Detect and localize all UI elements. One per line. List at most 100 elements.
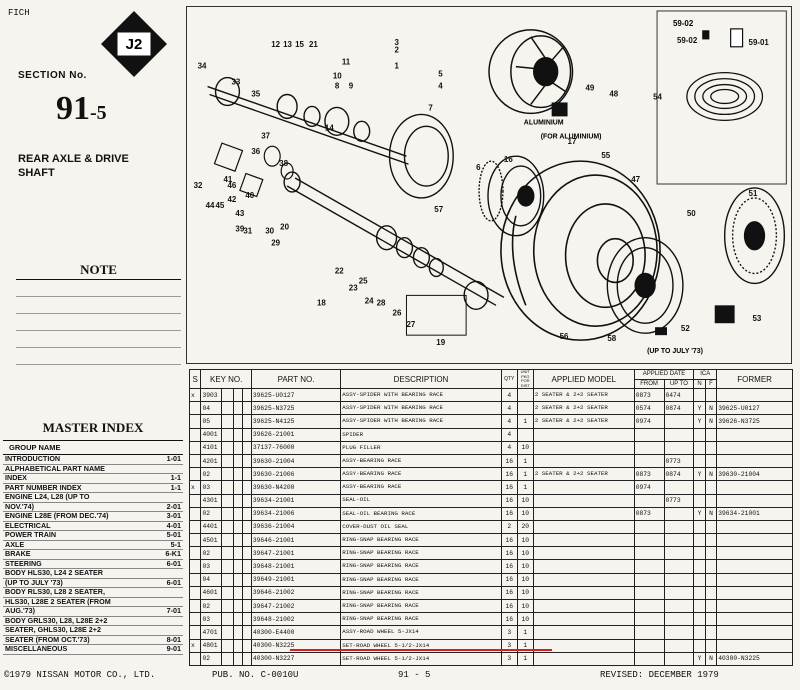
cell-blank [221,427,234,442]
tire-inset-drawing [686,71,764,122]
cell-unit-pkg: 10 [516,598,534,614]
cell-blank [241,651,252,666]
cell-blank [232,572,243,587]
cell-applied-model: 2 SEATER & 2+2 SEATER [532,414,635,429]
cell-n [693,638,706,653]
master-index-group-name: ENGINE L28E (FROM DEC.'74) [3,511,149,522]
callout: 19 [436,338,445,347]
callout: 56 [560,332,569,341]
cell-up-to [663,427,695,442]
cell-part-no: 39647-21001 [250,546,342,561]
cell-s [188,572,202,587]
master-index-group-name: AXLE [3,540,149,550]
exploded-parts-diagram: ALUMINIUM (FOR ALUMINIUM) (UP TO JULY '7… [186,6,792,364]
cell-n: Y [693,651,706,666]
master-index-row: ALPHABETICAL PART NAME [3,464,183,474]
callout: 8 [335,82,340,91]
master-index-page: 6-01 [149,578,183,588]
cell-key-no: 02 [200,651,223,666]
cell-f [704,585,718,601]
cell-s [188,598,202,614]
cell-from: 0974 [633,480,665,495]
cell-s [188,651,202,666]
cell-blank [232,598,243,614]
cell-unit-pkg: 1 [516,467,534,482]
cell-key-no: 04 [200,401,223,416]
master-index-page: 7-01 [149,606,183,617]
note-line [16,297,181,314]
cell-part-no: 39625-N4125 [250,414,342,429]
master-index-page [149,597,183,607]
col-header-part-no: PART NO. [250,369,342,389]
wheel-nut-drawing [714,305,735,324]
sensor-ring-drawing [723,187,786,285]
callout: 43 [235,209,244,218]
cell-qty: 4 [500,387,518,403]
cell-f [704,572,718,587]
cell-f [704,625,718,640]
cell-qty: 16 [500,559,518,574]
callout: 47 [631,175,640,184]
master-index-row: ENGINE L24, L28 (UP TO [3,492,183,503]
master-index-group-name: BODY RLS30, L28 2 SEATER, [3,587,149,598]
balance-weight-drawing [655,327,667,336]
cell-part-no: 39625-U0127 [250,387,342,403]
cell-qty: 16 [500,467,518,482]
cell-up-to [663,440,695,455]
cell-qty: 4 [500,440,518,455]
cell-s [188,453,202,469]
master-index-page: 6-01 [149,559,183,569]
master-index-group-name: ELECTRICAL [3,521,149,531]
aluminium-wheel-drawing [488,29,574,115]
callout: 48 [609,89,618,98]
cell-blank [221,638,234,653]
master-index-row: HLS30, L28E 2 SEATER (FROM [3,597,183,607]
cell-description: SET-ROAD WHEEL 5-1/2-JX14 [340,651,502,666]
cell-description: RING-SNAP BEARING RACE [340,585,502,601]
cell-up-to [663,572,695,587]
callout: 49 [585,84,594,93]
cell-key-no: 4301 [200,493,223,508]
cell-n: Y [693,467,706,482]
cell-applied-model [532,506,635,521]
cell-n [693,585,706,601]
cell-up-to [663,625,695,640]
cell-former [716,546,793,561]
callout: 42 [227,195,236,204]
cell-unit-pkg: 1 [516,480,534,495]
cell-unit-pkg [516,427,534,442]
cell-key-no: 03 [200,559,223,574]
cell-qty: 3 [500,625,518,640]
callout: 27 [406,320,415,329]
cell-s [188,401,202,416]
cell-part-no: 39647-21002 [250,598,342,614]
cell-blank [232,440,243,455]
cell-f [704,598,718,614]
cell-qty: 16 [500,546,518,561]
cell-unit-pkg: 10 [516,506,534,521]
master-index-group-name: NOV.'74) [3,502,149,512]
cell-s: x [188,480,202,495]
cell-f [704,440,718,455]
cell-from [633,546,665,561]
cell-blank [241,625,252,640]
master-index-page [149,625,183,636]
master-index-row: BODY RLS30, L28 2 SEATER, [3,587,183,598]
universal-joint-drawing [213,142,294,198]
cell-applied-model [532,625,635,640]
cell-unit-pkg: 1 [516,453,534,469]
col-header-s: S [188,369,202,389]
section-number: 91-5 [56,90,107,128]
cell-from [633,572,665,587]
cell-blank [232,453,243,469]
cell-former [716,598,793,614]
cell-unit-pkg: 10 [516,440,534,455]
callout: 26 [393,308,402,317]
callout: 25 [359,276,368,285]
master-index-page: 9-01 [149,644,183,655]
cell-s [188,414,202,429]
